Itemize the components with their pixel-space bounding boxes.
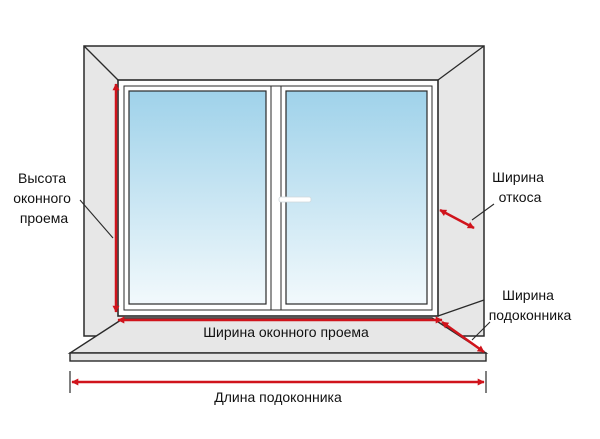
reveal-corner-top-right [437, 45, 485, 81]
reveal-corner-bottom-right [437, 299, 485, 317]
left-glass-pane [128, 90, 267, 305]
opening-height-label: Высота оконного проема [13, 170, 75, 226]
slope-width-arrow [439, 208, 475, 230]
slope-width-label: Ширина откоса [492, 169, 548, 205]
slope-leader-line [471, 203, 495, 221]
sill-length-extension-lines [69, 371, 487, 393]
opening-width-label: Ширина оконного проема [203, 324, 369, 340]
height-leader-line [79, 199, 114, 239]
sill-width-arrow [441, 320, 485, 354]
measurement-lines [71, 83, 485, 386]
leader-lines [79, 199, 495, 341]
window-handle [278, 196, 312, 203]
sill-width-label: Ширина подоконника [489, 287, 572, 323]
sill-leader-line [471, 321, 491, 341]
left-sash-frame [123, 85, 272, 311]
window-frame [117, 79, 439, 317]
sill-length-label: Длина подоконника [214, 389, 342, 405]
reveal-corner-top-left [83, 45, 119, 81]
sill-front-edge [69, 352, 487, 362]
